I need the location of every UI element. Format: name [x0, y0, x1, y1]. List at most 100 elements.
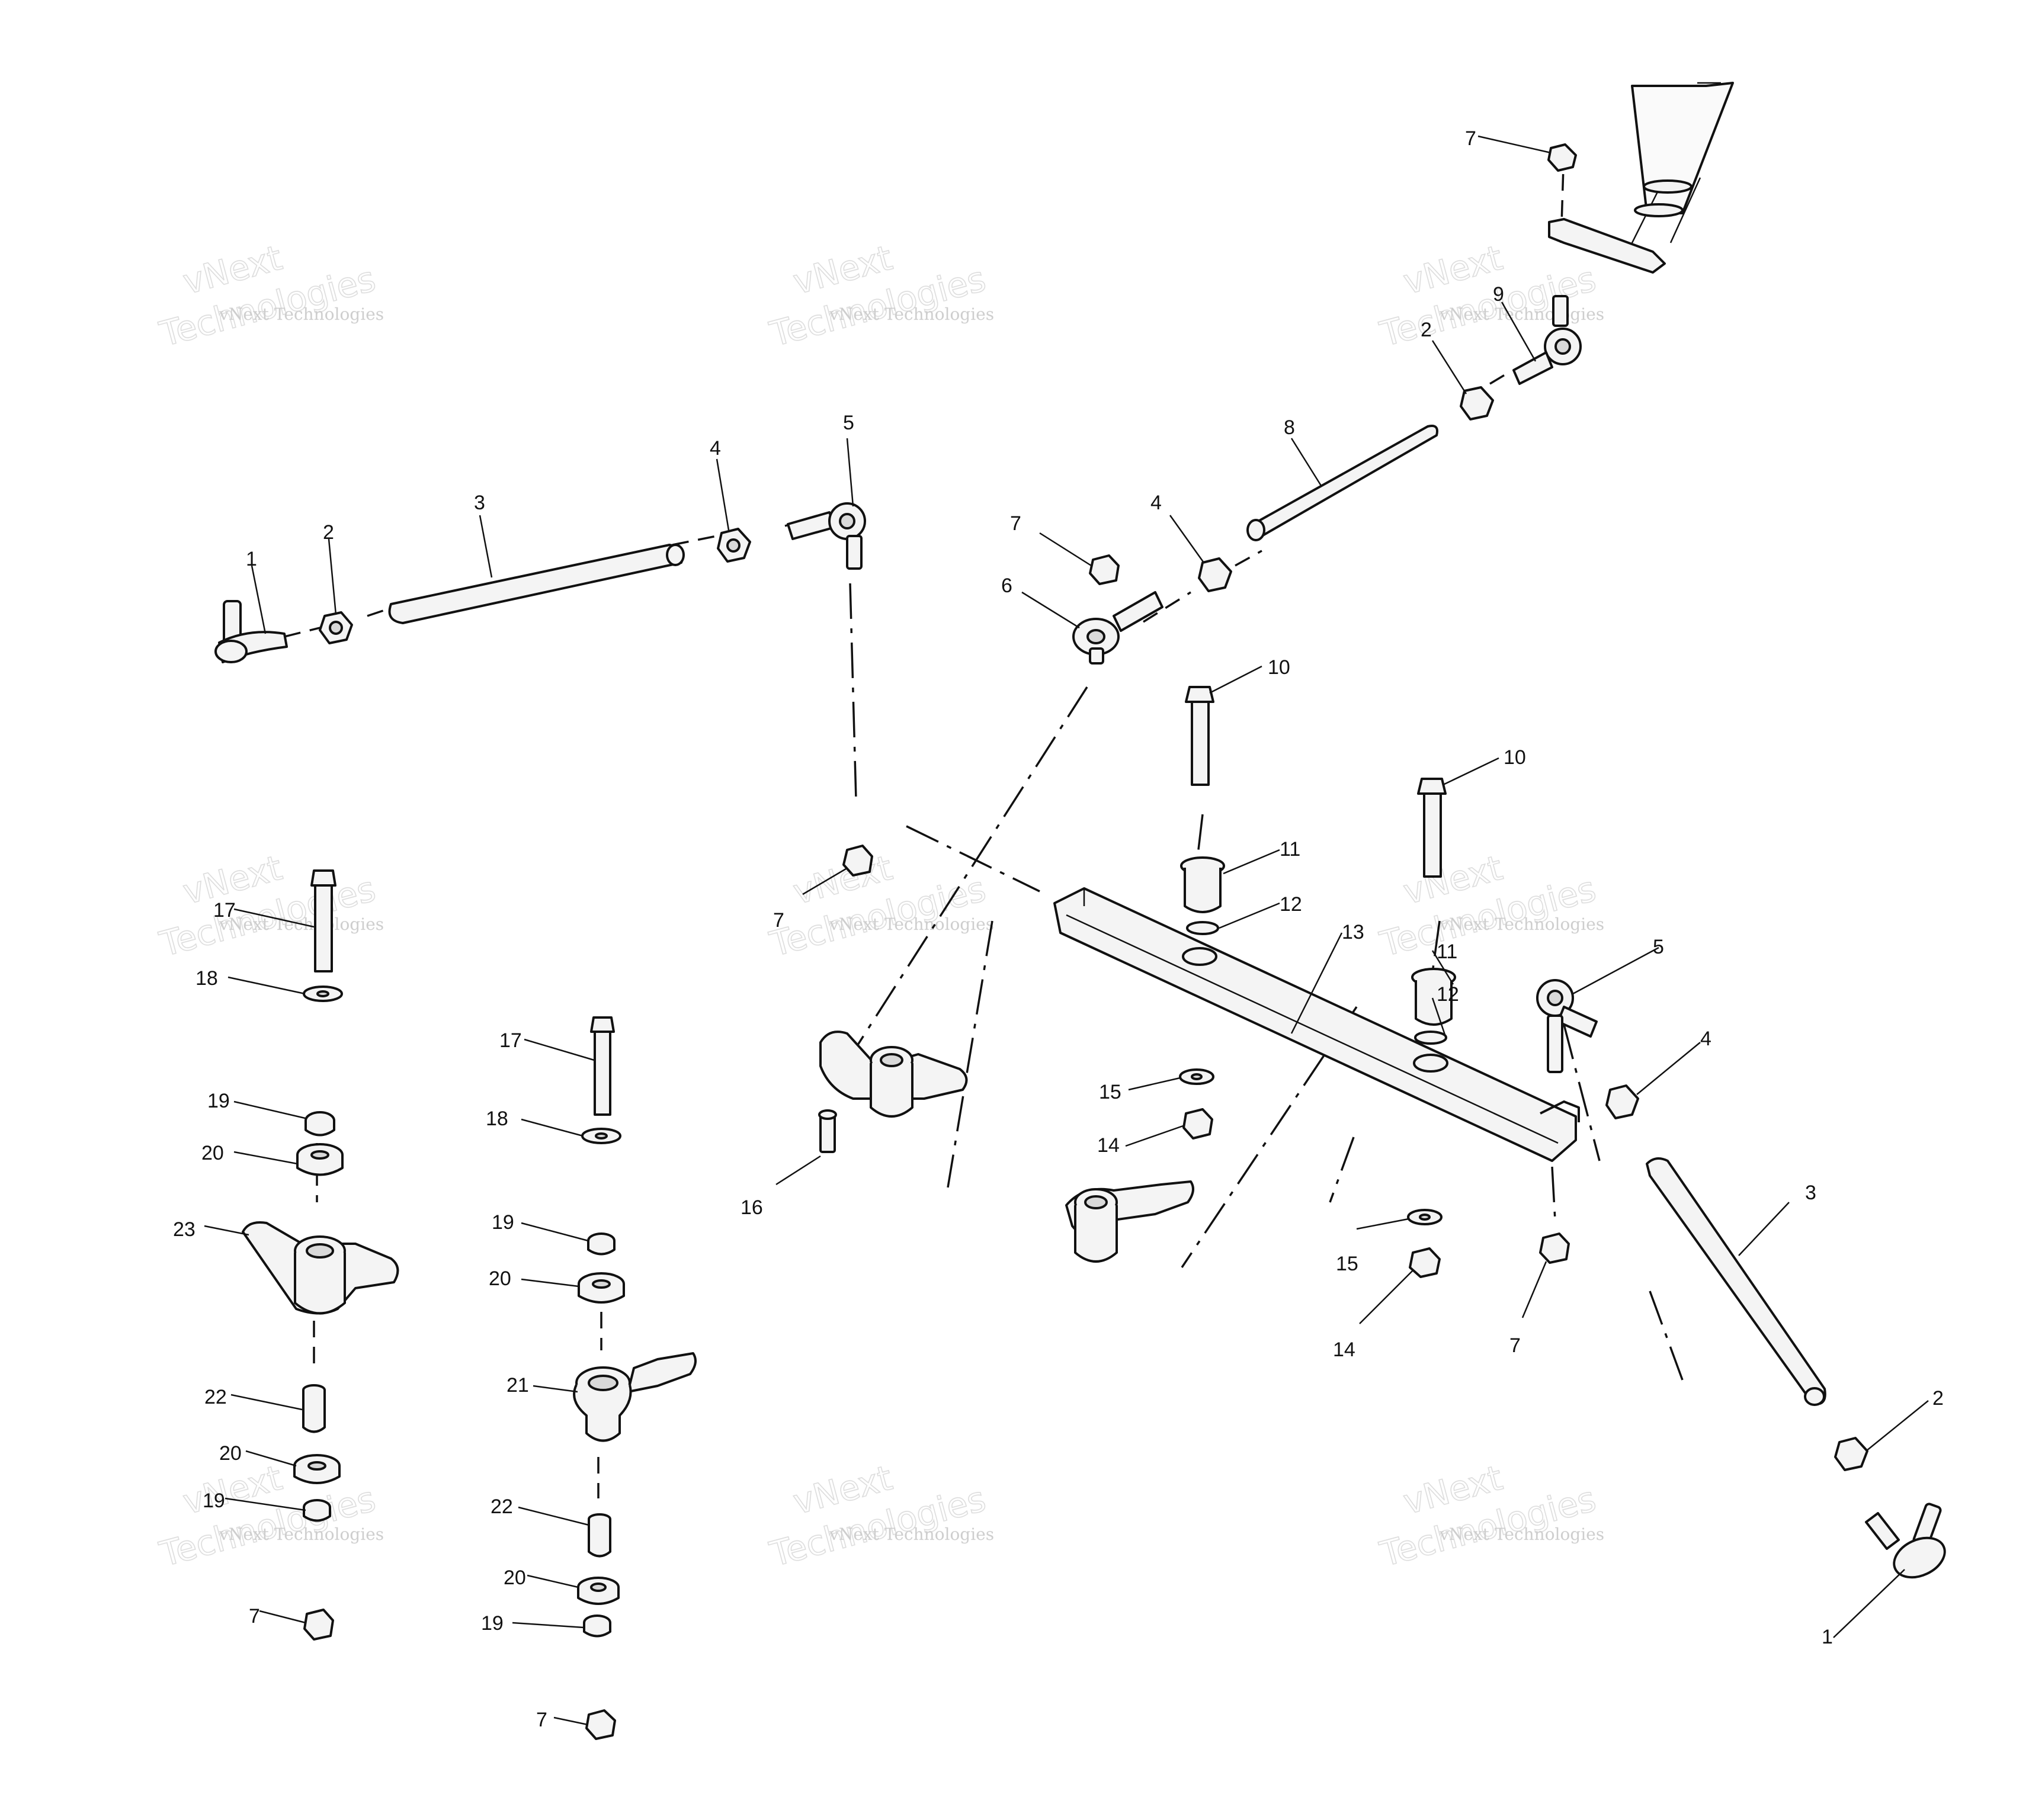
nut-7-right-center [1539, 1232, 1570, 1264]
watermark: vNext Technologies vNext Technologies [155, 847, 384, 965]
callout-16: 16 [741, 1196, 763, 1219]
sleeve-22-mid [588, 1513, 611, 1558]
callout-11: 11 [1437, 941, 1457, 963]
svg-text:vNext Technologies: vNext Technologies [829, 1524, 994, 1544]
callout-labels: 1 2 3 4 5 7 9 2 8 4 7 6 10 10 11 12 13 1… [173, 127, 1944, 1731]
callout-17: 17 [213, 899, 236, 922]
watermark: vNext Technologies vNext Technologies [155, 1457, 384, 1575]
callout-21: 21 [507, 1374, 529, 1397]
callout-19: 19 [492, 1211, 514, 1234]
callout-10: 10 [1268, 656, 1290, 679]
callout-15: 15 [1099, 1081, 1121, 1103]
callout-7: 7 [1010, 512, 1021, 535]
callout-19: 19 [203, 1490, 225, 1512]
spacer-20-mid-bottom [577, 1577, 620, 1605]
callout-6: 6 [1001, 574, 1012, 597]
nut-19-left-bottom [303, 1499, 331, 1522]
callout-12: 12 [1280, 893, 1302, 916]
svg-text:vNext Technologies: vNext Technologies [219, 304, 384, 324]
watermark: vNext Technologies vNext Technologies [765, 237, 994, 355]
jam-nut-4-lower [1605, 1084, 1639, 1119]
callout-10: 10 [1504, 746, 1526, 769]
jam-nut-2-left [319, 611, 353, 644]
callout-22: 22 [204, 1386, 227, 1408]
washer-15-right [1407, 1209, 1443, 1225]
tie-rod-tube-left [388, 544, 685, 624]
sleeve-22-left [302, 1384, 326, 1433]
callout-14: 14 [1097, 1134, 1120, 1157]
washer-15-left [1179, 1068, 1214, 1085]
jam-nut-4-mid [1198, 557, 1232, 592]
callout-4: 4 [1700, 1028, 1711, 1050]
callout-8: 8 [1284, 416, 1295, 439]
watermark: vNext Technologies vNext Technologies [765, 847, 994, 965]
washer-18-mid [581, 1128, 621, 1144]
spacer-20-mid-top [578, 1272, 625, 1304]
callout-7: 7 [773, 909, 784, 932]
nut-19-mid-top [587, 1232, 616, 1256]
spindle-bracket-right [1065, 1180, 1194, 1263]
callout-20: 20 [504, 1567, 526, 1589]
callout-20: 20 [201, 1142, 224, 1164]
watermark: vNext Technologies vNext Technologies [1375, 847, 1604, 965]
bolt-17-mid [590, 1016, 615, 1116]
callout-7: 7 [249, 1605, 260, 1628]
nut-7-top [1547, 143, 1577, 172]
callout-5: 5 [843, 412, 854, 434]
callout-20: 20 [489, 1267, 511, 1290]
tie-rod-end-5-upper [787, 502, 866, 570]
bushing-11-left [1180, 856, 1225, 913]
watermark: vNext Technologies vNext Technologies [1375, 1457, 1604, 1575]
jam-nut-2-right [1460, 386, 1494, 421]
bolt-10-right [1417, 778, 1447, 878]
callout-7: 7 [1465, 127, 1476, 150]
spindle-bracket-21 [573, 1352, 697, 1442]
callout-3: 3 [474, 492, 485, 514]
callout-13: 13 [1342, 921, 1364, 943]
callout-23: 23 [173, 1218, 195, 1241]
tie-rod-end-6 [1072, 591, 1163, 665]
washer-12-right [1414, 1031, 1447, 1045]
callout-15: 15 [1336, 1253, 1358, 1275]
spacer-20-left-top [296, 1143, 344, 1176]
watermark-layer: vNext Technologies vNext Technologies vN… [155, 237, 1604, 1575]
jam-nut-2-lower [1834, 1437, 1868, 1471]
callout-18: 18 [195, 967, 218, 990]
callout-1: 1 [1822, 1626, 1833, 1648]
callout-19: 19 [481, 1612, 504, 1635]
nut-7-left-bottom [303, 1609, 334, 1641]
callout-2: 2 [1932, 1387, 1944, 1410]
callout-5: 5 [1653, 936, 1664, 958]
watermark: vNext Technologies vNext Technologies [765, 1457, 994, 1575]
leader-lines [204, 135, 1929, 1726]
nut-19-mid-bottom [583, 1614, 611, 1638]
bolt-16 [818, 1109, 837, 1153]
tie-rod-end-9 [1512, 295, 1582, 385]
cross-member-13 [1053, 887, 1580, 1162]
nut-7-center [842, 845, 873, 877]
nut-14-left [1182, 1108, 1213, 1139]
callout-22: 22 [491, 1495, 513, 1518]
nut-7-mid [1089, 554, 1120, 585]
steering-column [1628, 82, 1734, 249]
tie-rod-tube-lower [1646, 1157, 1826, 1406]
washer-12-left [1186, 921, 1219, 935]
callout-12: 12 [1437, 983, 1459, 1006]
svg-text:vNext Technologies: vNext Technologies [829, 914, 994, 934]
callout-1: 1 [246, 548, 257, 570]
bolt-17-left [310, 869, 336, 972]
watermark: vNext Technologies vNext Technologies [155, 237, 384, 355]
spindle-bracket-23 [242, 1221, 399, 1315]
washer-18-left [303, 986, 343, 1002]
callout-11: 11 [1280, 838, 1300, 861]
pitman-arm [1548, 218, 1666, 274]
callout-7: 7 [1509, 1334, 1521, 1357]
tie-rod-end-left [214, 600, 288, 663]
assembly-lines [284, 147, 1684, 1498]
nut-19-left-top [304, 1111, 335, 1137]
nut-7-mid-bottom [585, 1709, 616, 1740]
callout-4: 4 [1150, 492, 1162, 514]
tie-rod-end-1-lower [1865, 1503, 1946, 1579]
callout-20: 20 [219, 1442, 242, 1465]
